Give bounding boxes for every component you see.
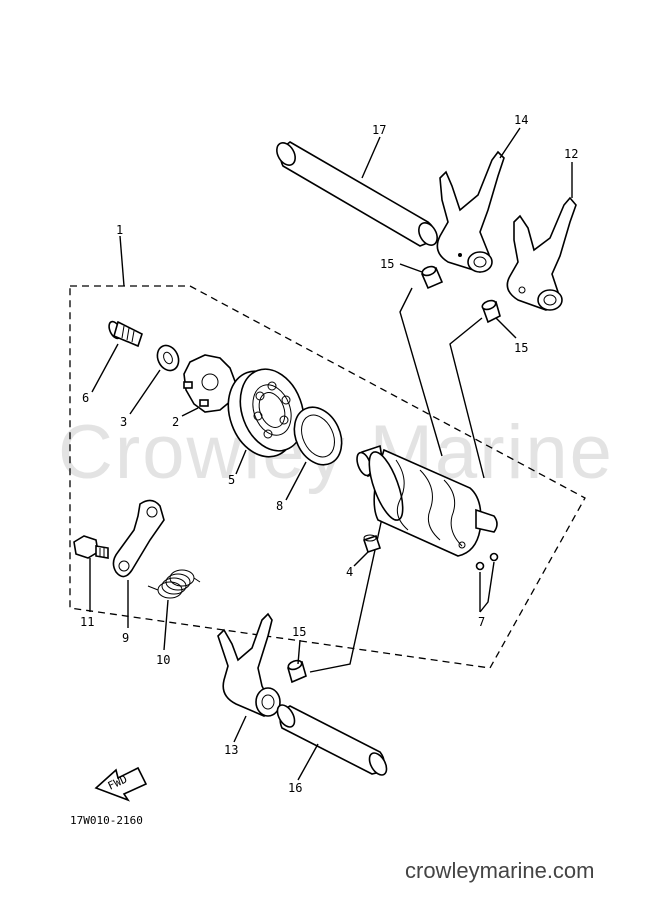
assembly-boundary bbox=[69, 285, 586, 669]
part-16-shift-shaft[interactable] bbox=[274, 702, 390, 778]
callout-4: 4 bbox=[346, 565, 353, 579]
part-15-pin-lower[interactable] bbox=[287, 659, 307, 684]
part-15-pin-upper[interactable] bbox=[420, 265, 444, 290]
part-8-washer[interactable] bbox=[285, 400, 350, 473]
pin-guide-line-1 bbox=[399, 287, 443, 457]
fwd-arrow-icon: FWD bbox=[94, 766, 148, 802]
callout-6: 6 bbox=[82, 391, 89, 405]
callout-9: 9 bbox=[122, 631, 129, 645]
callout-8: 8 bbox=[276, 499, 283, 513]
callout-15-upper: 15 bbox=[380, 257, 394, 271]
site-url: crowleymarine.com bbox=[405, 858, 595, 883]
callout-5: 5 bbox=[228, 473, 235, 487]
part-9-stopper-lever[interactable] bbox=[112, 499, 165, 578]
callout-16: 16 bbox=[288, 781, 302, 795]
part-10-spring[interactable] bbox=[147, 569, 201, 599]
part-2-segment[interactable] bbox=[183, 354, 237, 413]
part-3-washer[interactable] bbox=[153, 342, 182, 374]
part-14-shift-fork[interactable] bbox=[436, 150, 505, 273]
part-11-bolt[interactable] bbox=[73, 535, 109, 559]
part-17-shift-shaft[interactable] bbox=[273, 140, 441, 249]
part-15-pin-right[interactable] bbox=[481, 299, 501, 324]
callout-17: 17 bbox=[372, 123, 386, 137]
callout-15-lower: 15 bbox=[292, 625, 306, 639]
callout-15-right: 15 bbox=[514, 341, 528, 355]
pin-guide-line-3 bbox=[309, 517, 383, 673]
shift-drum[interactable] bbox=[354, 444, 498, 557]
callout-7: 7 bbox=[478, 615, 485, 629]
callout-13: 13 bbox=[224, 743, 238, 757]
part-5-bearing[interactable] bbox=[217, 360, 315, 466]
callout-3: 3 bbox=[120, 415, 127, 429]
callouts: 1 2 3 4 5 6 7 8 9 10 11 12 13 14 15 15 1… bbox=[80, 113, 578, 795]
part-12-shift-fork[interactable] bbox=[506, 196, 577, 311]
callout-1: 1 bbox=[116, 223, 123, 237]
callout-11: 11 bbox=[80, 615, 94, 629]
part-13-shift-fork[interactable] bbox=[217, 612, 281, 718]
diagram-code: 17W010-2160 bbox=[70, 814, 143, 827]
callout-14: 14 bbox=[514, 113, 528, 127]
callout-2: 2 bbox=[172, 415, 179, 429]
callout-10: 10 bbox=[156, 653, 170, 667]
pin-guide-line-2 bbox=[449, 317, 485, 479]
part-4-pin[interactable] bbox=[362, 534, 382, 554]
leader-lines bbox=[89, 127, 573, 781]
part-6-screw[interactable] bbox=[107, 320, 143, 348]
callout-12: 12 bbox=[564, 147, 578, 161]
part-7-pins[interactable] bbox=[475, 552, 499, 613]
